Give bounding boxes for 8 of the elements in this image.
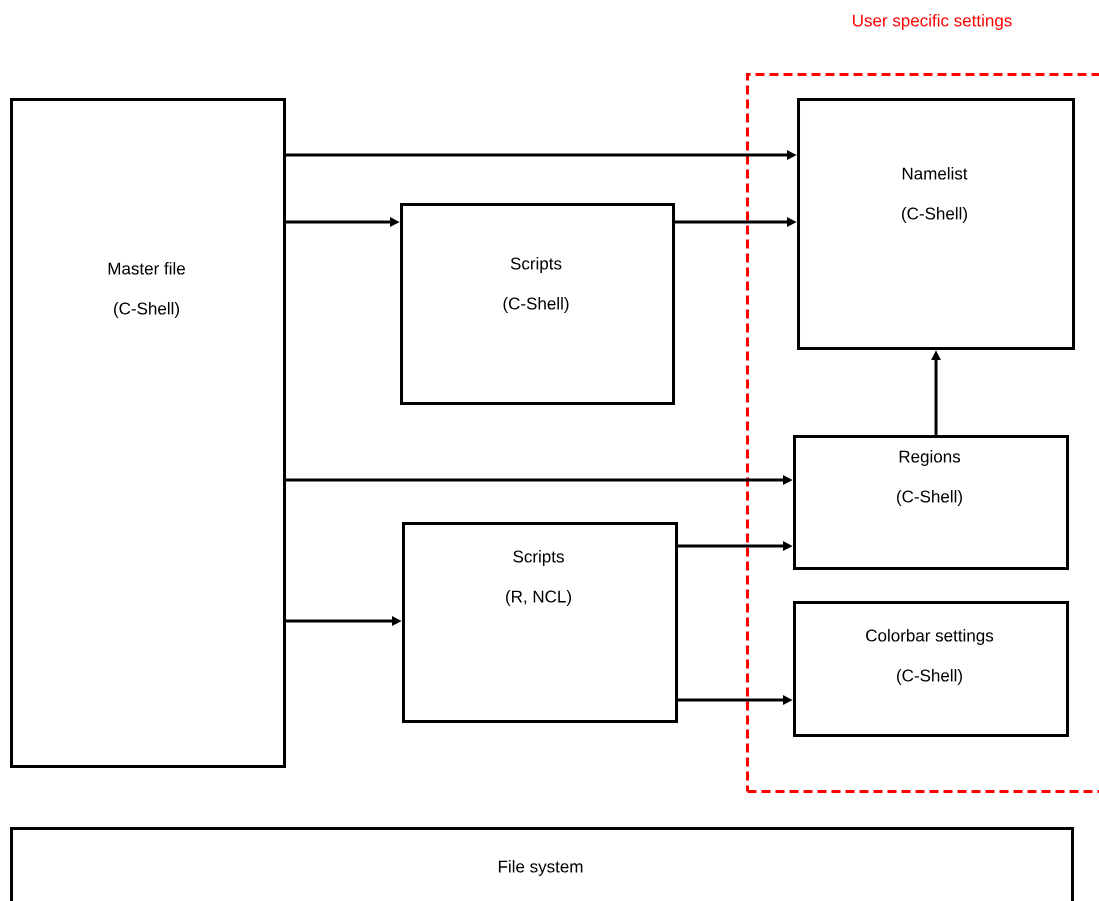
node-label: User specific settings: [853, 14, 1012, 30]
process-box: Master file (C-Shell): [10, 98, 286, 768]
process-box: Scripts (R, NCL): [402, 522, 678, 723]
process-box: Scripts (C-Shell): [400, 203, 675, 405]
process-box: Colorbar settings (C-Shell): [793, 601, 1069, 737]
process-box: Namelist (C-Shell): [797, 98, 1075, 350]
process-box: File system: [10, 827, 1074, 901]
process-box: Regions (C-Shell): [793, 435, 1069, 570]
